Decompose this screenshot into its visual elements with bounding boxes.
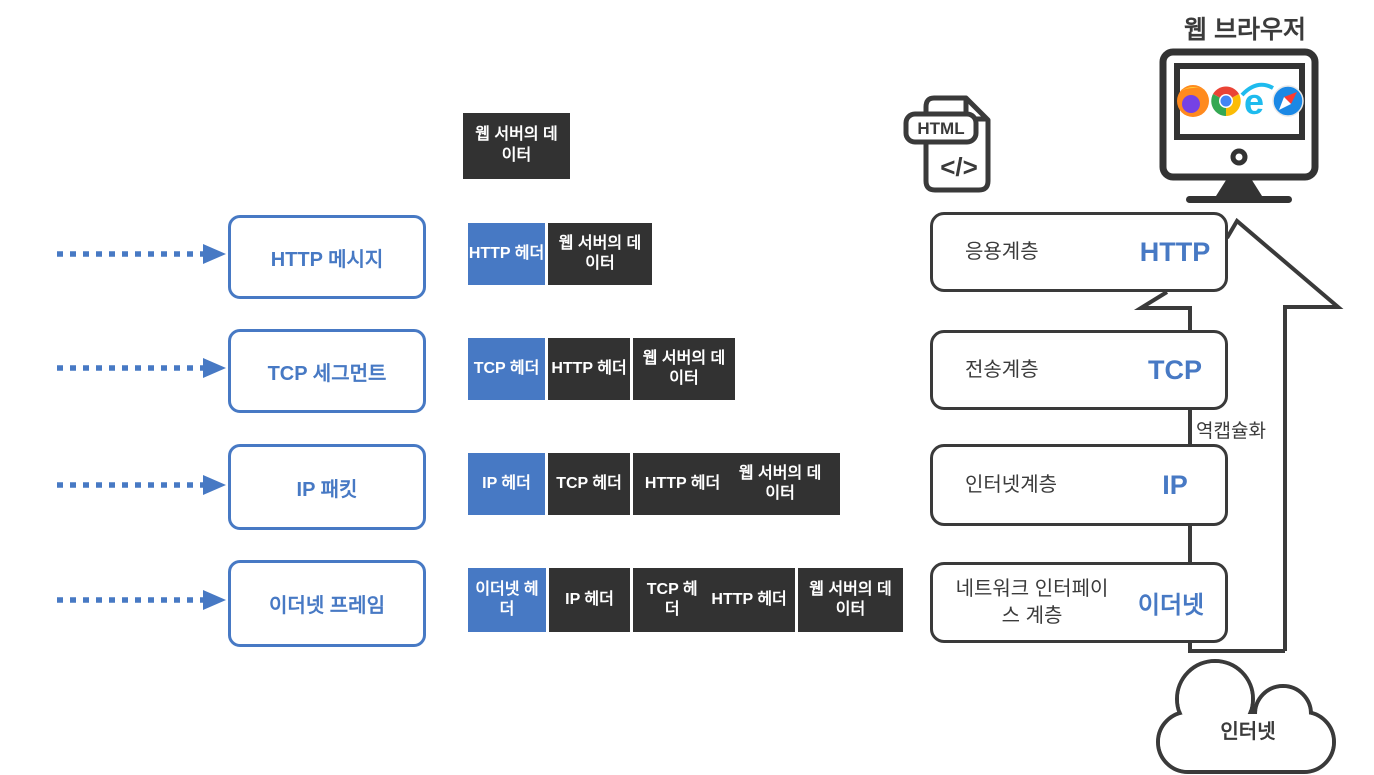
dotted-arrow-icon (57, 251, 204, 603)
pdu-segment-label: TCP 헤더 (646, 581, 698, 618)
code-glyph: </> (940, 152, 978, 182)
pdu-segment-label: TCP 헤더 (556, 475, 622, 492)
pdu-segment-label: HTTP 헤더 (644, 475, 721, 492)
layer-connector-line (1133, 290, 1285, 653)
pdu-segment-label: 웹 서버의 데이터 (809, 581, 892, 618)
pdu-segment: TCP 헤더 (468, 338, 545, 400)
pdu-segment-label: TCP 헤더 (473, 360, 540, 377)
unit-label: TCP 세그먼트 (267, 362, 387, 385)
firefox-icon (1177, 85, 1209, 117)
pdu-row-ethernet: 이더넷 헤더 IP 헤더 TCP 헤더 HTTP 헤더 웹 서버의 데이터 (468, 568, 903, 632)
monitor-stand (1216, 177, 1262, 196)
pdu-segment: TCP 헤더 (548, 453, 630, 515)
pdu-segment-label: 이더넷 헤더 (475, 581, 539, 618)
pdu-segment-label: 웹 서버의 데이터 (642, 350, 726, 387)
html-badge-label: HTML (917, 119, 964, 138)
pdu-row-ip: IP 헤더 TCP 헤더 HTTP 헤더 웹 서버의 데이터 (468, 453, 840, 515)
html-file-icon: HTML </> (903, 95, 991, 193)
pdu-segment: HTTP 헤더 (468, 223, 545, 285)
layer-box-internet: 인터넷계층 IP (930, 444, 1228, 526)
pdu-segment: IP 헤더 (468, 453, 545, 515)
layer-box-application: 응용계층 HTTP (930, 212, 1228, 292)
page-title: 웹 브라우저 (1184, 16, 1306, 44)
pdu-segment-label: 웹 서버의 데이터 (558, 235, 642, 272)
pdu-row-http: HTTP 헤더 웹 서버의 데이터 (468, 223, 652, 285)
layer-name: 응용계층 (965, 240, 1039, 263)
safari-icon (1272, 85, 1304, 117)
pdu-segment-label: 웹 서버의 데이터 (738, 465, 822, 502)
pdu-segment-label: HTTP 헤더 (711, 591, 787, 608)
monitor-button (1230, 148, 1248, 166)
layer-protocol: 이더넷 (1137, 592, 1205, 619)
layer-protocol: TCP (1148, 354, 1202, 385)
cloud-icon: 인터넷 (1156, 659, 1336, 774)
pdu-segment: 웹 서버의 데이터 (633, 338, 735, 400)
monitor-icon: e (1159, 48, 1319, 203)
pdu-segment: 웹 서버의 데이터 (548, 223, 652, 285)
pdu-segment: IP 헤더 (549, 568, 630, 632)
pdu-row-tcp: TCP 헤더 HTTP 헤더 웹 서버의 데이터 (468, 338, 735, 400)
unit-box-tcp-segment: TCP 세그먼트 (228, 329, 426, 413)
layer-name: 네트워크 인터페이스 계층 (955, 577, 1109, 627)
pdu-segment-label: IP 헤더 (482, 475, 531, 492)
unit-label: HTTP 메시지 (270, 248, 384, 271)
layer-box-transport: 전송계층 TCP (930, 330, 1228, 410)
unit-box-http-message: HTTP 메시지 (228, 215, 426, 299)
layer-name: 전송계층 (965, 358, 1039, 381)
unit-box-ip-packet: IP 패킷 (228, 444, 426, 530)
monitor-base (1186, 196, 1292, 203)
chrome-icon (1211, 86, 1241, 116)
pdu-segment-label: HTTP 헤더 (551, 360, 627, 377)
layer-protocol: IP (1162, 469, 1188, 500)
pdu-segment: TCP 헤더 HTTP 헤더 (633, 568, 795, 632)
decapsulation-arrow (1225, 217, 1344, 651)
layer-name: 인터넷계층 (965, 473, 1057, 496)
unit-label: IP 패킷 (296, 478, 358, 501)
unit-box-ethernet-frame: 이더넷 프레임 (228, 560, 426, 647)
layer-protocol: HTTP (1139, 236, 1211, 267)
ie-icon: e (1240, 81, 1274, 122)
pdu-segment-label: HTTP 헤더 (468, 245, 545, 262)
cloud-label: 인터넷 (1220, 720, 1275, 743)
pdu-segment: 이더넷 헤더 (468, 568, 546, 632)
pdu-segment: HTTP 헤더 (548, 338, 630, 400)
pdu-segment: 웹 서버의 데이터 (798, 568, 903, 632)
pdu-segment-label: IP 헤더 (565, 591, 614, 608)
layer-box-network-interface: 네트워크 인터페이스 계층 이더넷 (930, 562, 1228, 643)
source-data-label: 웹 서버의 데이터 (475, 126, 558, 164)
dotted-arrowhead-icon (203, 244, 226, 610)
source-data-block: 웹 서버의 데이터 (463, 113, 570, 179)
decapsulation-label: 역캡슐화 (1196, 421, 1266, 442)
pdu-segment: HTTP 헤더 웹 서버의 데이터 (633, 453, 840, 515)
unit-label: 이더넷 프레임 (269, 595, 385, 617)
